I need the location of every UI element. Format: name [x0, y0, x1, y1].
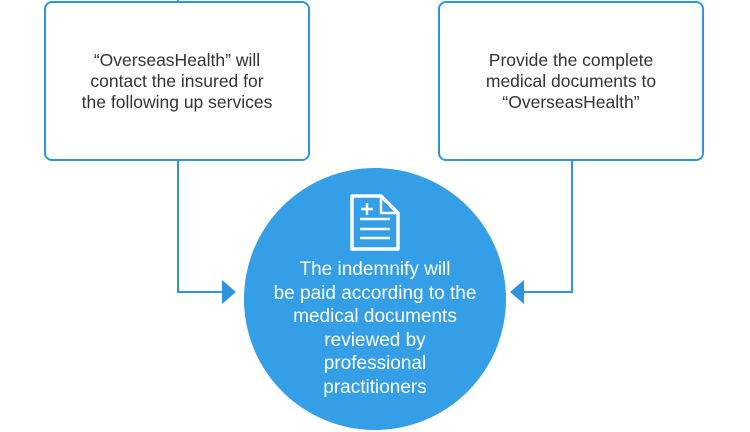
left-step-box: “OverseasHealth” will contact the insure…: [44, 1, 310, 161]
center-text: The indemnify will be paid according to …: [273, 259, 477, 398]
medical-document-icon: [350, 194, 400, 251]
right-arrowhead-icon: [510, 280, 524, 304]
right-step-box: Provide the complete medical documents t…: [438, 1, 704, 161]
left-step-text: “OverseasHealth” will contact the insure…: [81, 49, 273, 112]
left-connector-line: [177, 161, 222, 293]
right-step-text: Provide the complete medical documents t…: [485, 49, 657, 112]
left-arrowhead-icon: [222, 280, 236, 304]
center-circle: [244, 168, 506, 430]
right-connector-line: [524, 161, 573, 293]
